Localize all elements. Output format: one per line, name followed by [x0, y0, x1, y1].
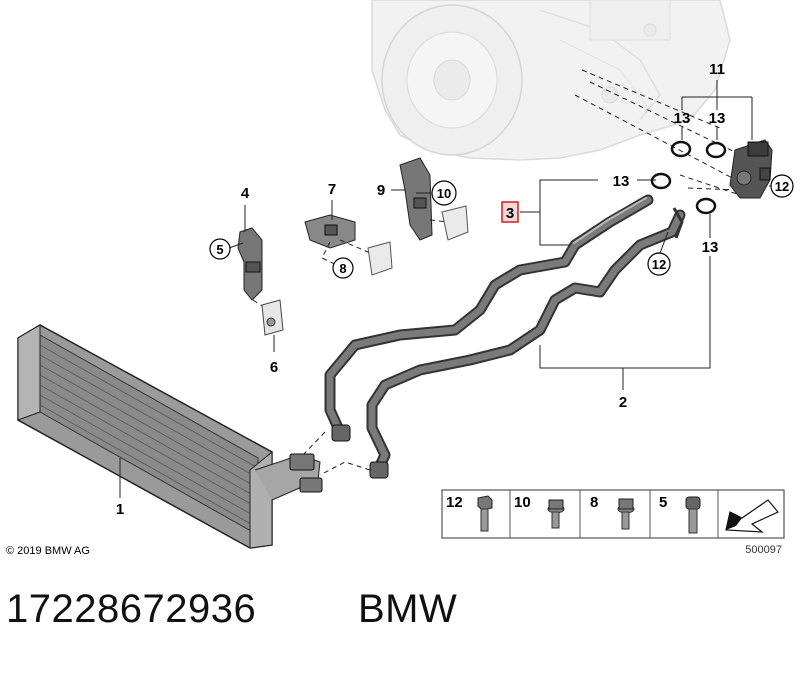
callout-circle [209, 238, 231, 260]
callout-13: 13 [702, 239, 719, 256]
brand-name: BMW [358, 587, 458, 631]
transmission-illustration [371, 0, 731, 161]
fastener-legend: 12 10 8 5 [441, 489, 785, 539]
bolt-icon [617, 498, 635, 530]
highlight-box [501, 201, 519, 223]
callout-3: 3 [506, 205, 514, 222]
callout-13: 13 [613, 173, 630, 190]
callout-8: 8 [339, 261, 346, 276]
bracket-9 [399, 157, 469, 241]
document-number: 500097 [745, 544, 782, 556]
callout-1: 1 [116, 501, 124, 518]
guide-line [581, 69, 721, 129]
callout-10: 10 [437, 186, 451, 201]
bracket-4 [237, 227, 284, 336]
callout-13: 13 [709, 110, 726, 127]
o-ring [695, 197, 717, 215]
guide-line [679, 174, 741, 196]
callout-circle [431, 180, 457, 206]
oil-cooler-line-2 [366, 209, 686, 476]
callout-7: 7 [328, 181, 336, 198]
leader-lines [119, 80, 780, 498]
bracket-7 [304, 214, 393, 276]
legend-number: 10 [514, 494, 531, 511]
bolt-icon [547, 499, 565, 529]
callout-5: 5 [216, 242, 223, 257]
o-ring [670, 140, 692, 158]
callout-circle [332, 257, 354, 279]
callout-12: 12 [775, 179, 789, 194]
bolt-icon [477, 495, 493, 532]
legend-number: 8 [590, 494, 598, 511]
callout-11: 11 [709, 61, 725, 78]
transmission-fitting [729, 139, 773, 199]
guide-line [687, 187, 739, 191]
copyright: © 2019 BMW AG [6, 545, 90, 557]
callout-2: 2 [619, 394, 627, 411]
o-ring [705, 141, 727, 159]
callout-circle [647, 252, 671, 276]
guide-line [574, 94, 741, 183]
bolt-icon [685, 496, 701, 534]
part-number: 17228672936 [6, 587, 257, 631]
oil-cooler-line-3 [324, 194, 654, 438]
legend-number: 5 [659, 494, 667, 511]
callout-13: 13 [674, 110, 691, 127]
callout-12: 12 [652, 257, 666, 272]
arrow-icon [725, 499, 779, 533]
o-ring [650, 172, 672, 190]
callout-circle [770, 174, 794, 198]
callout-6: 6 [270, 359, 278, 376]
callout-9: 9 [377, 182, 385, 199]
oil-cooler [17, 324, 323, 549]
callout-4: 4 [241, 185, 250, 202]
hose-clip [672, 207, 684, 239]
legend-number: 12 [446, 494, 463, 511]
